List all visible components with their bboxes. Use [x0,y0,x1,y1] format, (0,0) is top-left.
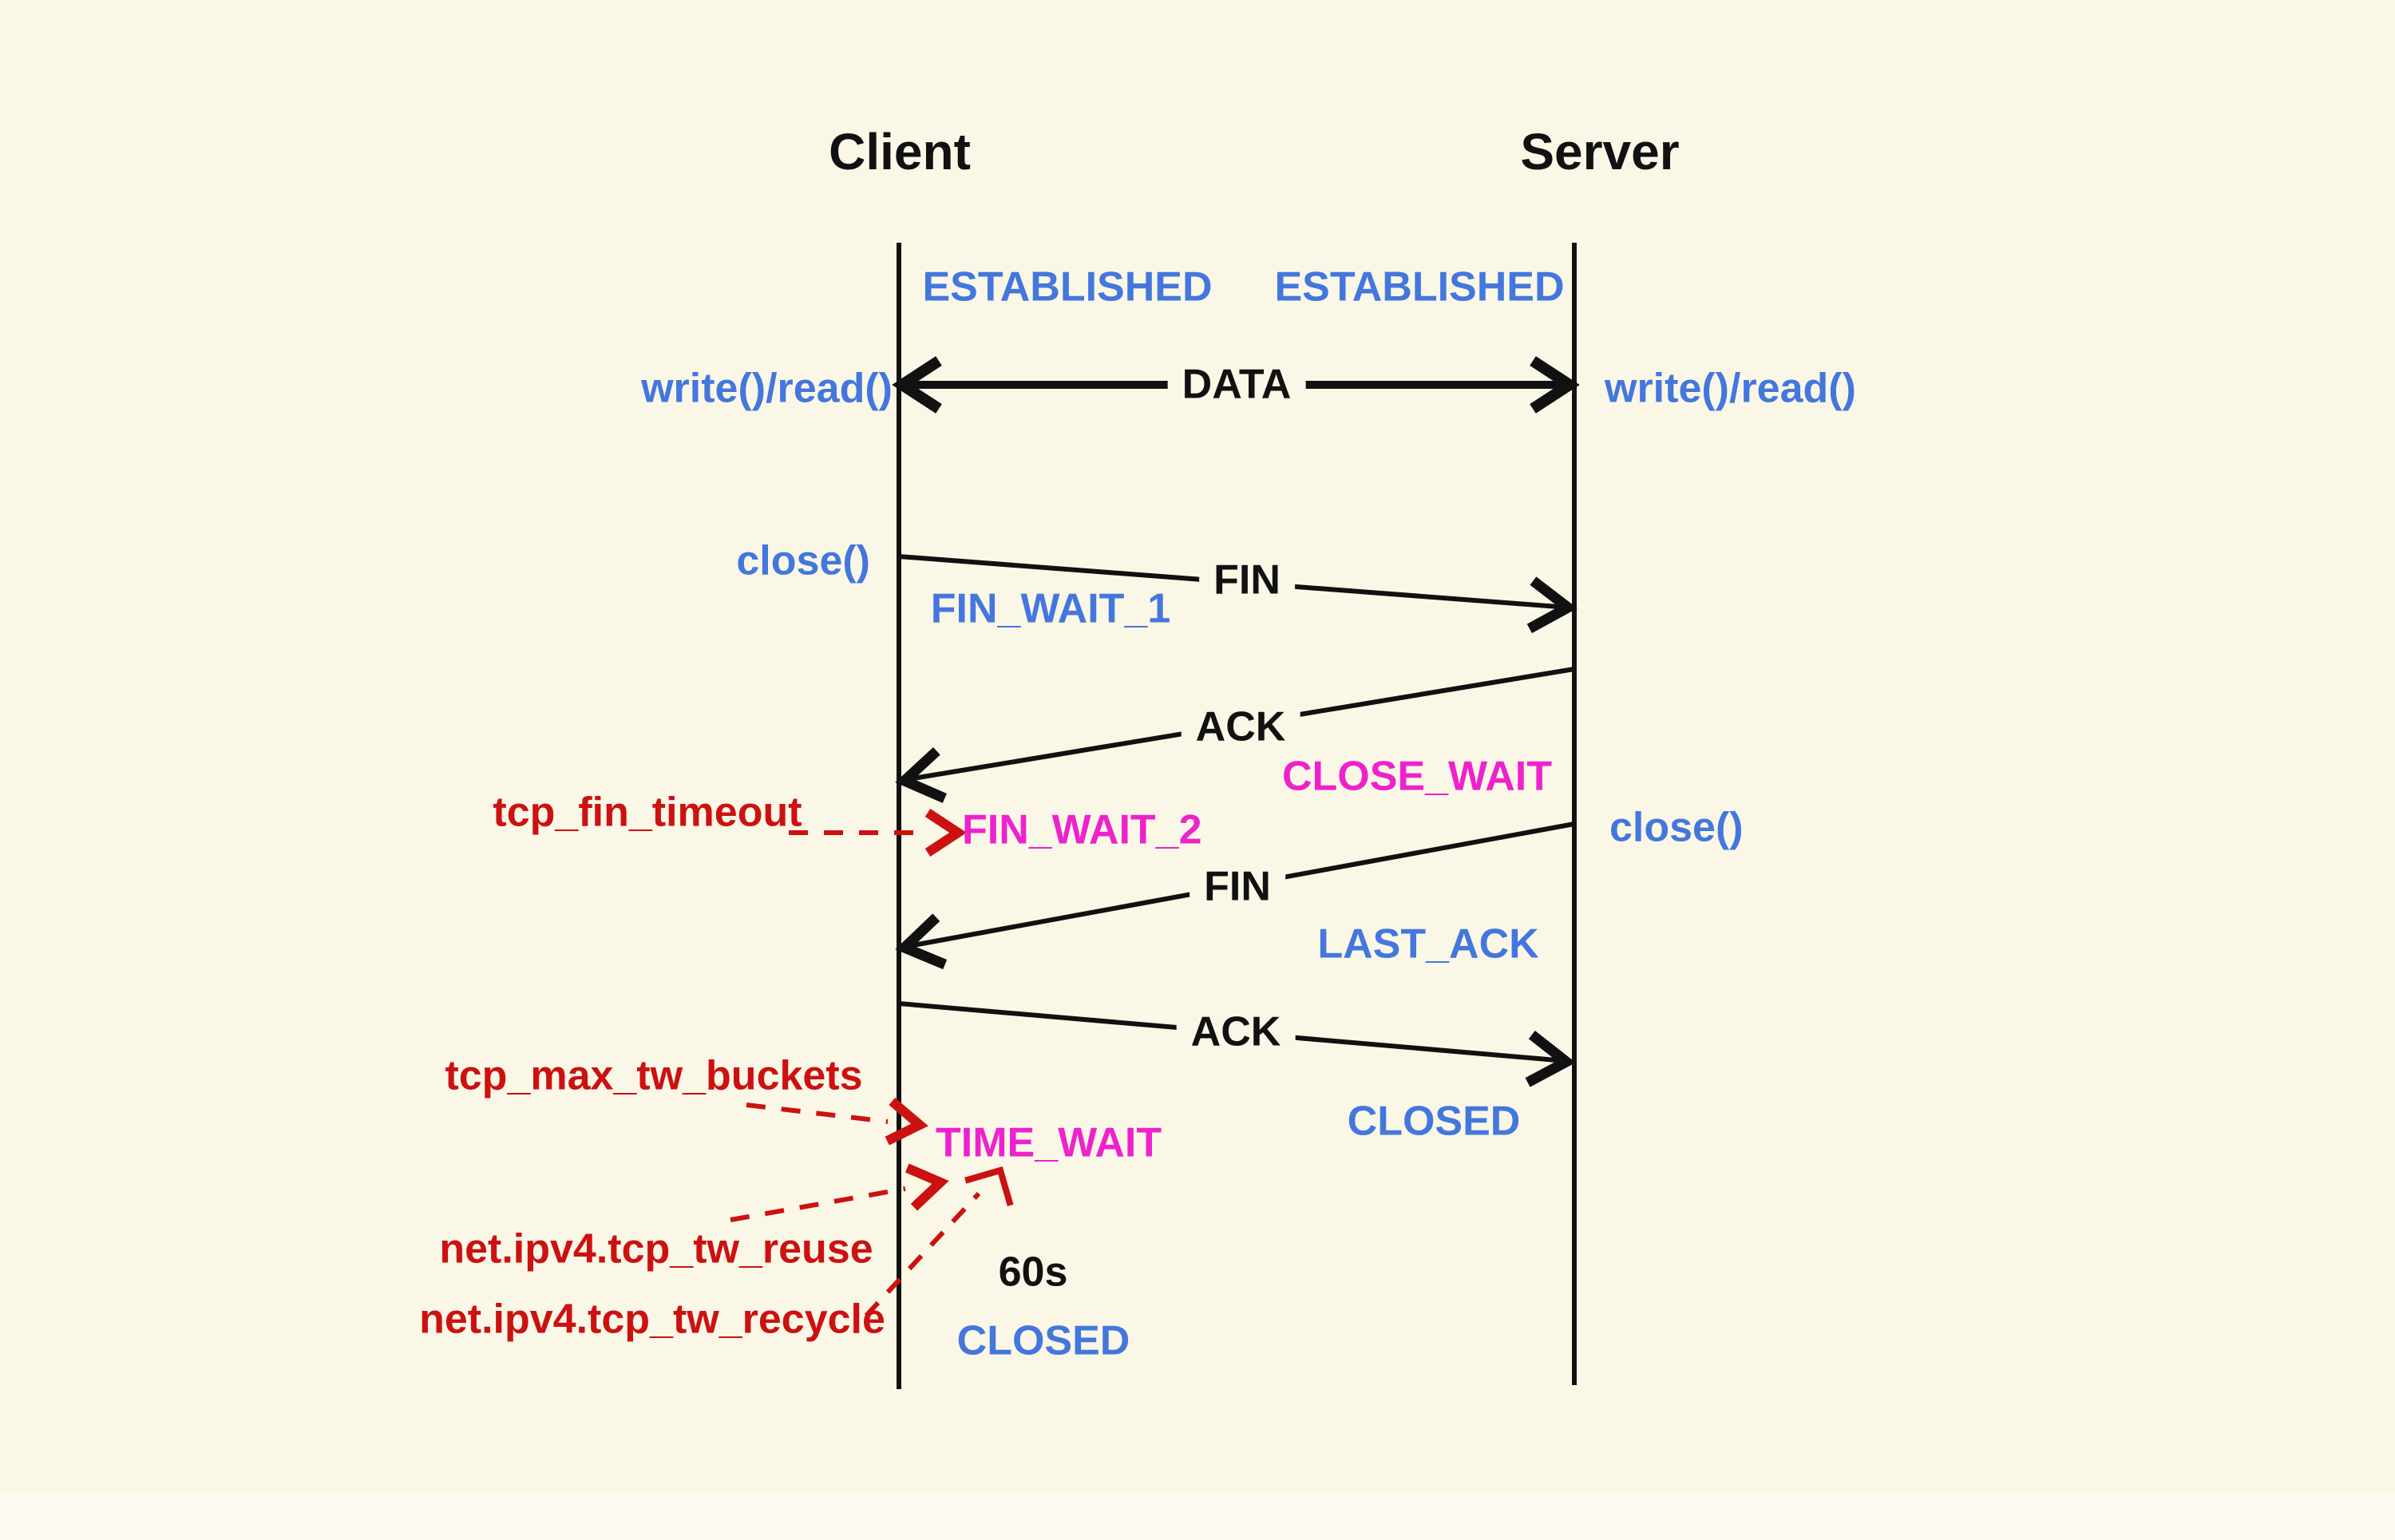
tcp-max-tw-buckets-arrowhead [885,1097,928,1146]
tcp-tw-reuse-dashed-line [730,1186,906,1222]
client-close-call: close() [736,537,870,584]
data-arrowhead-right [1530,356,1580,414]
fin2-message-label: FIN [1190,862,1285,912]
ack1-message-label: ACK [1181,703,1300,752]
client-state-established: ESTABLISHED [922,263,1213,311]
tcp-max-tw-buckets-dashed-line [746,1103,889,1124]
bottom-edge-strip [0,1494,2395,1540]
client-state-time-wait: TIME_WAIT [936,1119,1162,1166]
client-state-fin-wait-2: FIN_WAIT_2 [962,806,1202,853]
tcp-fin-timeout-arrowhead [924,808,967,857]
tcp-tw-recycle-dashed-line [864,1191,981,1318]
server-state-close-wait: CLOSE_WAIT [1281,753,1553,800]
tunable-tcp-fin-timeout: tcp_fin_timeout [493,789,802,836]
fin2-arrowhead [895,913,948,970]
server-state-last-ack: LAST_ACK [1317,920,1539,968]
client-title: Client [829,122,971,180]
tunable-tcp-max-tw-buckets: tcp_max_tw_buckets [445,1052,863,1099]
tcp-tw-recycle-arrowhead [964,1166,1014,1206]
server-close-call: close() [1609,804,1744,851]
client-write-read-call: write()/read() [641,365,893,412]
fin1-message-label: FIN [1199,556,1295,605]
server-write-read-call: write()/read() [1605,365,1856,412]
fin1-arrowhead [1526,576,1578,634]
server-state-established: ESTABLISHED [1274,263,1565,311]
ack1-arrowhead [895,746,947,803]
data-message-label: DATA [1167,360,1306,410]
server-state-closed: CLOSED [1347,1098,1521,1145]
ack2-arrowhead [1525,1030,1576,1087]
ack2-message-label: ACK [1176,1008,1296,1057]
data-arrowhead-left [892,356,942,414]
client-state-closed: CLOSED [956,1317,1130,1364]
tcp-tw-reuse-arrowhead [905,1163,949,1211]
client-state-fin-wait-1: FIN_WAIT_1 [930,585,1171,632]
tunable-tcp-tw-reuse: net.ipv4.tcp_tw_reuse [439,1225,873,1273]
time-wait-duration-annotation: 60s [998,1249,1068,1296]
server-title: Server [1520,122,1680,180]
tunable-tcp-tw-recycle: net.ipv4.tcp_tw_recycle [419,1296,885,1343]
